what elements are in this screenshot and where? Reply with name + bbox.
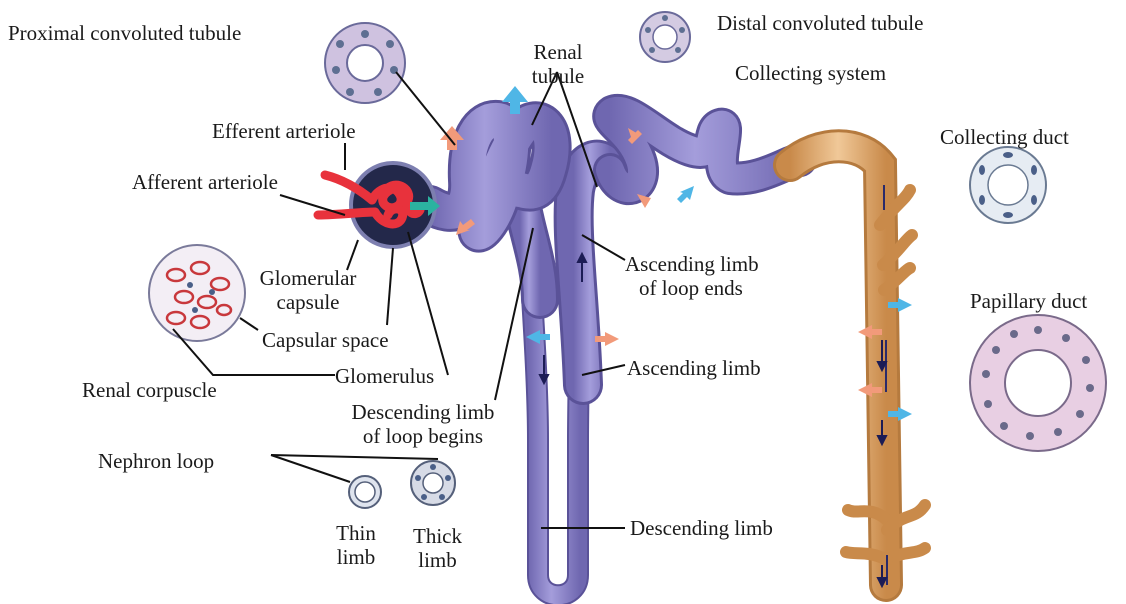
label-collecting-system: Collecting system [735,61,886,85]
label-renal-tubule-line1: Renal [518,40,598,64]
label-nephron-loop: Nephron loop [98,449,214,473]
papillary-duct-cross-section [970,315,1106,451]
label-thin-limb: Thin limb [326,521,386,569]
label-glomerular-capsule-line1: Glomerular [248,266,368,290]
label-papillary-duct: Papillary duct [970,289,1087,313]
label-renal-tubule: Renal tubule [518,40,598,88]
proximal-cross-section [325,23,405,103]
label-thin-limb-line1: Thin [326,521,386,545]
label-descending-limb-of-loop-begins-line2: of loop begins [328,424,518,448]
label-glomerulus: Glomerulus [335,364,434,388]
label-renal-corpuscle: Renal corpuscle [82,378,217,402]
label-thick-limb-line2: limb [405,548,470,572]
label-afferent-arteriole: Afferent arteriole [132,170,278,194]
thin-limb-cross-section [349,476,381,508]
label-descending-limb: Descending limb [630,516,773,540]
label-ascending-limb-of-loop-ends-line1: Ascending limb [625,252,759,276]
label-thin-limb-line2: limb [326,545,386,569]
label-efferent-arteriole: Efferent arteriole [212,119,356,143]
label-distal-convoluted-tubule: Distal convoluted tubule [717,11,923,35]
label-ascending-limb-of-loop-ends-line2: of loop ends [625,276,759,300]
thick-limb-cross-section [411,461,455,505]
label-ascending-limb-of-loop-ends: Ascending limb of loop ends [625,252,759,300]
label-descending-limb-of-loop-begins-line1: Descending limb [328,400,518,424]
label-collecting-duct: Collecting duct [940,125,1069,149]
label-thick-limb-line1: Thick [405,524,470,548]
label-thick-limb: Thick limb [405,524,470,572]
label-glomerular-capsule-line2: capsule [248,290,368,314]
collecting-duct-cross-section [970,147,1046,223]
label-descending-limb-of-loop-begins: Descending limb of loop begins [328,400,518,448]
label-glomerular-capsule: Glomerular capsule [248,266,368,314]
label-renal-tubule-line2: tubule [518,64,598,88]
label-ascending-limb: Ascending limb [627,356,761,380]
label-proximal-convoluted-tubule: Proximal convoluted tubule [8,21,241,45]
renal-corpuscle-cross-section [149,245,245,341]
label-capsular-space: Capsular space [262,328,389,352]
distal-cross-section [640,12,690,62]
